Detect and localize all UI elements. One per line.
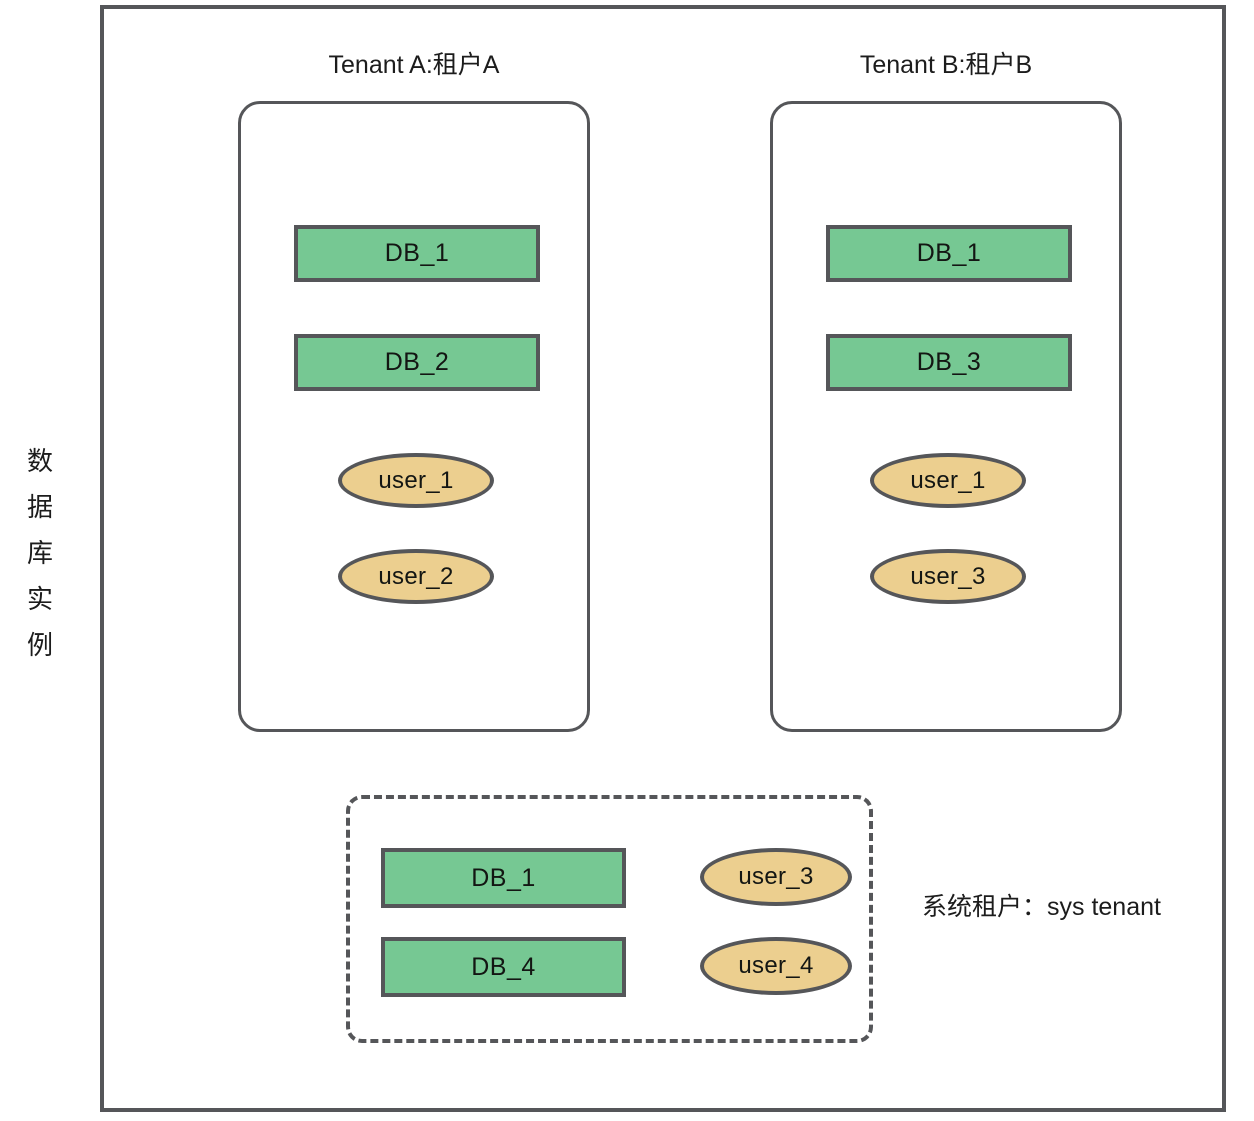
database-node-db3-tenant-b[interactable]: DB_3 (826, 334, 1072, 391)
sys-tenant-container[interactable]: DB_1 DB_4 user_3 user_4 (346, 795, 873, 1043)
tenant-a-container[interactable]: DB_1 DB_2 user_1 user_2 (238, 101, 590, 732)
database-node-db4-sys-tenant[interactable]: DB_4 (381, 937, 626, 997)
tenant-a-title: Tenant A:租户A (328, 51, 500, 79)
user-node-user1-tenant-a[interactable]: user_1 (338, 453, 494, 508)
tenant-b-container[interactable]: DB_1 DB_3 user_1 user_3 (770, 101, 1122, 732)
user-node-user4-sys-tenant[interactable]: user_4 (700, 937, 852, 995)
sys-tenant-caption: 系统租户：sys tenant (922, 893, 1161, 921)
database-instance-frame: Tenant A:租户A Tenant B:租户B DB_1 DB_2 user… (100, 5, 1226, 1112)
database-node-db1-sys-tenant[interactable]: DB_1 (381, 848, 626, 908)
database-node-db1-tenant-b[interactable]: DB_1 (826, 225, 1072, 282)
tenant-b-title: Tenant B:租户B (859, 51, 1033, 79)
user-node-user3-tenant-b[interactable]: user_3 (870, 549, 1026, 604)
user-node-user2-tenant-a[interactable]: user_2 (338, 549, 494, 604)
database-node-db1-tenant-a[interactable]: DB_1 (294, 225, 540, 282)
user-node-user3-sys-tenant[interactable]: user_3 (700, 848, 852, 906)
user-node-user1-tenant-b[interactable]: user_1 (870, 453, 1026, 508)
database-node-db2-tenant-a[interactable]: DB_2 (294, 334, 540, 391)
database-instance-label: 数 据 库 实 例 (26, 446, 53, 660)
